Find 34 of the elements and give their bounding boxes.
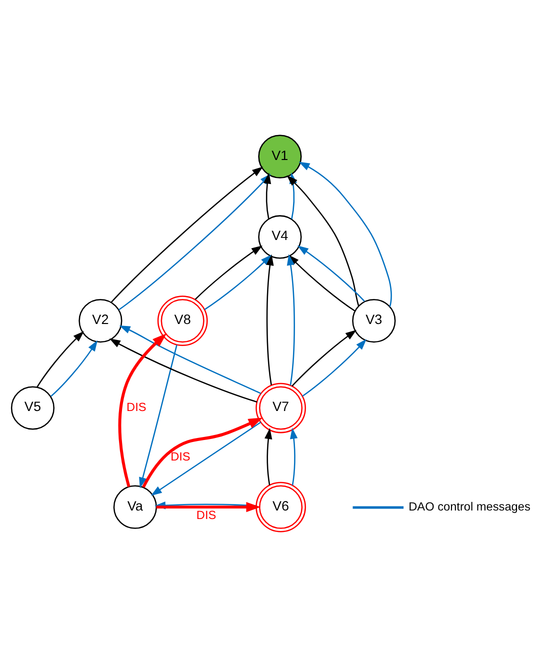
arrow (292, 330, 357, 386)
arrow (266, 254, 274, 386)
arrow (110, 166, 264, 303)
node-circle: V2 (78, 299, 122, 343)
arrow (118, 333, 167, 488)
arrow (263, 172, 272, 219)
arrow (142, 418, 263, 488)
arrow (50, 340, 98, 397)
arrow (302, 339, 367, 397)
node-circle: V7 (256, 382, 306, 434)
node-circle: V3 (352, 299, 396, 343)
arrow (204, 254, 272, 310)
arrow (298, 162, 392, 307)
arrow (150, 422, 262, 496)
edge-label: DIS (196, 508, 216, 522)
node-circle: V4 (258, 215, 302, 259)
node-circle: V6 (256, 482, 306, 532)
arrow (36, 331, 84, 388)
edge-label: DIS (170, 450, 190, 464)
arrow (297, 246, 365, 302)
arrow (290, 428, 298, 486)
edge-label: DIS (126, 400, 146, 414)
arrow (286, 254, 295, 386)
arrow (139, 344, 178, 488)
node-circle: Va (113, 485, 157, 529)
arrow (194, 246, 263, 300)
node-circle: V1 (258, 134, 302, 178)
arrow (264, 428, 272, 486)
arrow (109, 338, 258, 403)
node-circle: V8 (157, 296, 208, 346)
arrow (119, 325, 262, 394)
arrow (156, 502, 261, 512)
legend-label: DAO control messages (408, 500, 530, 514)
node-circle: V5 (10, 386, 55, 430)
